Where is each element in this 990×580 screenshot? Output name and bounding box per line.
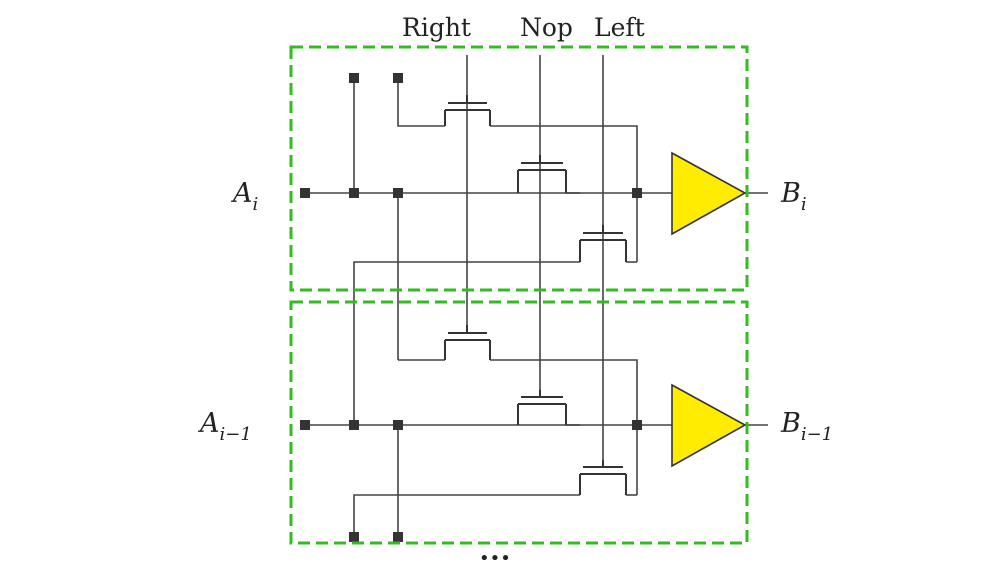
transistor-left-lower: [579, 460, 627, 495]
wires: [305, 55, 768, 537]
node: [632, 188, 642, 198]
input-label-upper: Ai: [230, 178, 258, 215]
transistors: [444, 95, 627, 495]
node: [632, 420, 642, 430]
node: [349, 420, 359, 430]
transistor-right-upper: [444, 95, 491, 126]
node: [393, 420, 403, 430]
shift-line-left-upper: [353, 261, 580, 425]
node: [393, 188, 403, 198]
node: [349, 73, 359, 83]
node: [393, 532, 403, 542]
control-label-nop: Nop: [520, 13, 573, 42]
cell-border-upper: [289, 45, 749, 292]
transistor-left-upper: [579, 225, 627, 262]
output-label-lower: Bi−1: [780, 408, 833, 445]
node: [300, 188, 310, 198]
buffer-upper: [671, 151, 747, 236]
cell-border-lower: [289, 300, 749, 545]
nodes: [300, 73, 642, 542]
node: [300, 420, 310, 430]
node: [393, 73, 403, 83]
control-label-right: Right: [402, 13, 471, 42]
output-label-upper: Bi: [780, 178, 807, 215]
transistor-right-lower: [444, 325, 491, 360]
buffer-lower: [671, 383, 747, 468]
node: [349, 188, 359, 198]
continuation-ellipsis: •••: [479, 548, 511, 569]
transistor-nop-lower: [517, 390, 567, 425]
control-label-left: Left: [594, 13, 645, 42]
shift-line-left-lower: [353, 494, 580, 537]
input-label-lower: Ai−1: [197, 408, 252, 445]
node: [349, 532, 359, 542]
transistor-nop-upper: [517, 155, 567, 193]
